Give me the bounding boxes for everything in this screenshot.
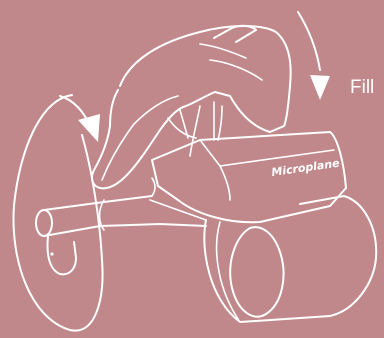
axle-top xyxy=(44,196,152,210)
lever-pin xyxy=(50,252,53,255)
hopper-outline xyxy=(120,26,291,132)
support-post-left xyxy=(190,106,200,156)
crank-arm xyxy=(92,90,186,188)
support-post-right xyxy=(218,106,222,140)
down-arrow-icon xyxy=(298,12,320,70)
curved-arrow-head xyxy=(78,114,100,142)
drum-end xyxy=(230,227,283,317)
crank-arm-inner xyxy=(102,96,178,180)
brand-label: Microplane xyxy=(271,156,341,178)
down-arrow-head xyxy=(310,75,330,100)
hopper-inner xyxy=(200,44,262,80)
body-box xyxy=(152,132,346,222)
axle-bottom xyxy=(44,224,206,236)
axle-end xyxy=(36,210,52,236)
fill-label: Fill xyxy=(350,78,374,97)
drum-end-inner xyxy=(217,222,240,322)
